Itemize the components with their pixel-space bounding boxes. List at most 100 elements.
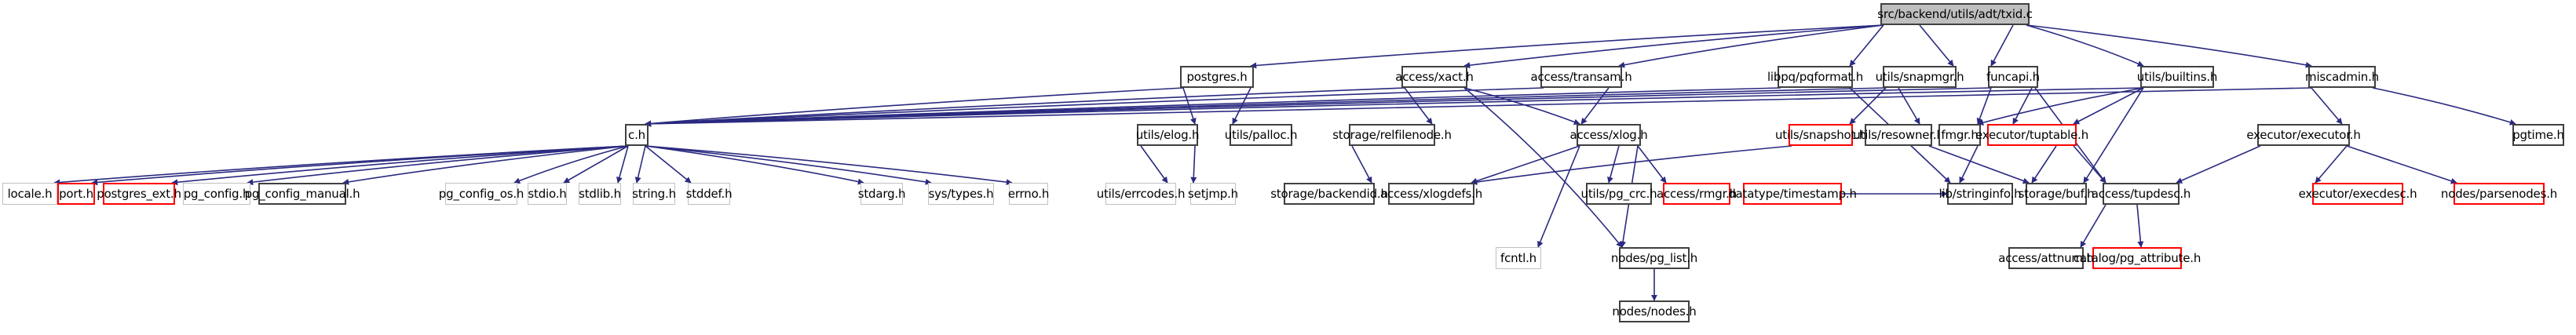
- graph-edge-ch-to-stdarg: [645, 145, 864, 185]
- graph-node-label: utils/palloc.h: [1224, 127, 1298, 142]
- graph-node-pg_list[interactable]: nodes/pg_list.h: [1611, 247, 1697, 269]
- graph-node-label: sys/types.h: [928, 186, 994, 201]
- graph-edge-funcapi-to-fmgr: [1976, 87, 1992, 125]
- graph-node-pg_config_manual[interactable]: pg_config_manual.h: [245, 183, 360, 205]
- graph-node-label: executor/tuptable.h: [1975, 127, 2089, 142]
- graph-node-transam[interactable]: access/transam.h: [1530, 66, 1632, 88]
- graph-node-xlogdefs[interactable]: access/xlogdefs.h: [1380, 183, 1482, 205]
- graph-node-label: catalog/pg_attribute.h: [2073, 250, 2201, 265]
- graph-edge-postgres-to-elog: [1182, 87, 1197, 125]
- graph-node-xlog[interactable]: access/xlog.h: [1569, 124, 1648, 146]
- graph-node-label: nodes/pg_list.h: [1610, 250, 1698, 265]
- graph-node-funcapi[interactable]: funcapi.h: [1986, 66, 2040, 88]
- graph-edge-pqformat-to-ch: [645, 87, 1781, 127]
- graph-node-miscadmin[interactable]: miscadmin.h: [2305, 66, 2379, 88]
- graph-node-postgres[interactable]: postgres.h: [1180, 66, 1254, 88]
- graph-node-setjmp[interactable]: setjmp.h: [1188, 183, 1238, 205]
- graph-node-label: fmgr.h: [1941, 127, 1979, 142]
- graph-node-port[interactable]: port.h: [57, 183, 95, 205]
- graph-node-label: executor/executor.h: [2246, 127, 2361, 142]
- graph-node-xact[interactable]: access/xact.h: [1395, 66, 1474, 88]
- graph-node-stddef[interactable]: stddef.h: [685, 183, 733, 205]
- graph-node-tupdesc[interactable]: access/tupdesc.h: [2092, 183, 2191, 205]
- graph-edge-builtins-to-tuptable: [2073, 87, 2144, 125]
- graph-node-label: stdarg.h: [857, 186, 906, 201]
- graph-edge-snapmgr-to-resowner: [1898, 87, 1920, 125]
- graph-node-label: storage/relfilenode.h: [1332, 127, 1452, 142]
- graph-node-pg_crc[interactable]: utils/pg_crc.h: [1581, 183, 1657, 205]
- graph-edge-ch-to-errno: [645, 145, 1013, 186]
- graph-node-backendid[interactable]: storage/backendid.h: [1270, 183, 1388, 205]
- graph-node-errcodes[interactable]: utils/errcodes.h: [1097, 183, 1186, 205]
- graph-node-errno[interactable]: errno.h: [1008, 183, 1049, 205]
- graph-edge-executor-to-execdesc: [2315, 145, 2348, 184]
- graph-node-fcntl[interactable]: fcntl.h: [1496, 247, 1541, 269]
- graph-node-rmgr[interactable]: access/rmgr.h: [1657, 183, 1737, 205]
- graph-node-relfilenode[interactable]: storage/relfilenode.h: [1332, 124, 1452, 146]
- graph-edge-funcapi-to-ch: [645, 87, 1992, 127]
- graph-node-pqformat[interactable]: libpq/pqformat.h: [1767, 66, 1863, 88]
- graph-node-label: port.h: [59, 186, 93, 201]
- graph-edge-txid-to-builtins: [2026, 24, 2144, 67]
- graph-edge-ch-to-pg_config_manual: [342, 145, 629, 185]
- graph-node-resowner[interactable]: utils/resowner.h: [1853, 124, 1944, 146]
- graph-node-executor[interactable]: executor/executor.h: [2246, 124, 2361, 146]
- graph-node-attnum[interactable]: access/attnum.h: [1998, 247, 2094, 269]
- graph-edge-funcapi-to-tuptable: [2012, 87, 2033, 125]
- graph-node-stdlib[interactable]: stdlib.h: [579, 183, 621, 205]
- graph-edge-ch-to-systypes: [645, 145, 932, 185]
- graph-node-buf[interactable]: storage/buf.h: [2019, 183, 2095, 205]
- graph-node-label: utils/builtins.h: [2136, 69, 2218, 84]
- graph-node-stringinfo[interactable]: lib/stringinfo.h: [1939, 183, 2022, 205]
- graph-node-string[interactable]: string.h: [632, 183, 676, 205]
- graph-node-snapmgr[interactable]: utils/snapmgr.h: [1876, 66, 1964, 88]
- graph-node-pg_config_os[interactable]: pg_config_os.h: [439, 183, 524, 205]
- graph-node-label: miscadmin.h: [2305, 69, 2379, 84]
- graph-node-palloc[interactable]: utils/palloc.h: [1225, 124, 1297, 146]
- graph-edge-miscadmin-to-pgtime: [2372, 87, 2516, 126]
- graph-edge-builtins-to-ch: [645, 87, 2144, 127]
- graph-edge-txid-to-xact: [1463, 24, 1884, 69]
- graph-edge-executor-to-parsenodes: [2346, 145, 2457, 184]
- graph-node-label: locale.h: [7, 186, 53, 201]
- graph-node-ch[interactable]: c.h: [625, 124, 649, 146]
- graph-node-txid[interactable]: src/backend/utils/adt/txid.c: [1877, 3, 2033, 25]
- graph-node-label: postgres.h: [1186, 69, 1248, 84]
- graph-node-elog[interactable]: utils/elog.h: [1136, 124, 1199, 146]
- graph-node-label: pg_config_os.h: [438, 186, 524, 201]
- graph-edge-xact-to-relfilenode: [1404, 87, 1433, 125]
- graph-node-label: libpq/pqformat.h: [1767, 69, 1864, 84]
- graph-node-postgres_ext[interactable]: postgres_ext.h: [97, 183, 181, 205]
- graph-node-stdio[interactable]: stdio.h: [528, 183, 567, 205]
- graph-node-label: access/tupdesc.h: [2091, 186, 2191, 201]
- graph-node-label: fcntl.h: [1500, 250, 1536, 265]
- graph-node-label: stddef.h: [685, 186, 733, 201]
- graph-edge-xact-to-pg_list: [1463, 87, 1623, 248]
- graph-node-execdesc[interactable]: executor/execdesc.h: [2299, 183, 2417, 205]
- graph-node-stdarg[interactable]: stdarg.h: [857, 183, 906, 205]
- graph-node-tuptable[interactable]: executor/tuptable.h: [1975, 124, 2088, 146]
- graph-node-timestamp[interactable]: datatype/timestamp.h: [1728, 183, 1857, 205]
- graph-node-parsenodes[interactable]: nodes/parsenodes.h: [2441, 183, 2557, 205]
- graph-node-label: lib/stringinfo.h: [1938, 186, 2022, 201]
- graph-node-pgtime[interactable]: pgtime.h: [2512, 124, 2564, 146]
- graph-node-locale[interactable]: locale.h: [2, 183, 57, 205]
- graph-edge-postgres-to-palloc: [1232, 87, 1251, 125]
- graph-node-label: access/transam.h: [1530, 69, 1632, 84]
- graph-node-snapshot[interactable]: utils/snapshot.h: [1775, 124, 1866, 146]
- graph-node-pg_config[interactable]: pg_config.h: [183, 183, 250, 205]
- graph-node-label: utils/resowner.h: [1853, 127, 1944, 142]
- graph-edge-ch-to-stdio: [563, 145, 629, 184]
- graph-edge-fmgr-to-stringinfo: [1959, 145, 1979, 184]
- graph-edge-xlog-to-rmgr: [1637, 145, 1667, 184]
- graph-edge-tupdesc-to-attnum: [2080, 204, 2106, 248]
- graph-node-systypes[interactable]: sys/types.h: [928, 183, 994, 205]
- graph-edge-xact-to-ch: [645, 87, 1405, 127]
- graph-node-nodes[interactable]: nodes/nodes.h: [1612, 300, 1697, 322]
- graph-node-fmgr[interactable]: fmgr.h: [1938, 124, 1981, 146]
- graph-node-pg_attribute[interactable]: catalog/pg_attribute.h: [2074, 247, 2201, 269]
- graph-node-builtins[interactable]: utils/builtins.h: [2136, 66, 2218, 88]
- graph-edge-tupdesc-to-pg_attribute: [2136, 204, 2144, 248]
- graph-edge-txid-to-funcapi: [1990, 24, 2014, 67]
- graph-edge-ch-to-stddef: [645, 145, 692, 184]
